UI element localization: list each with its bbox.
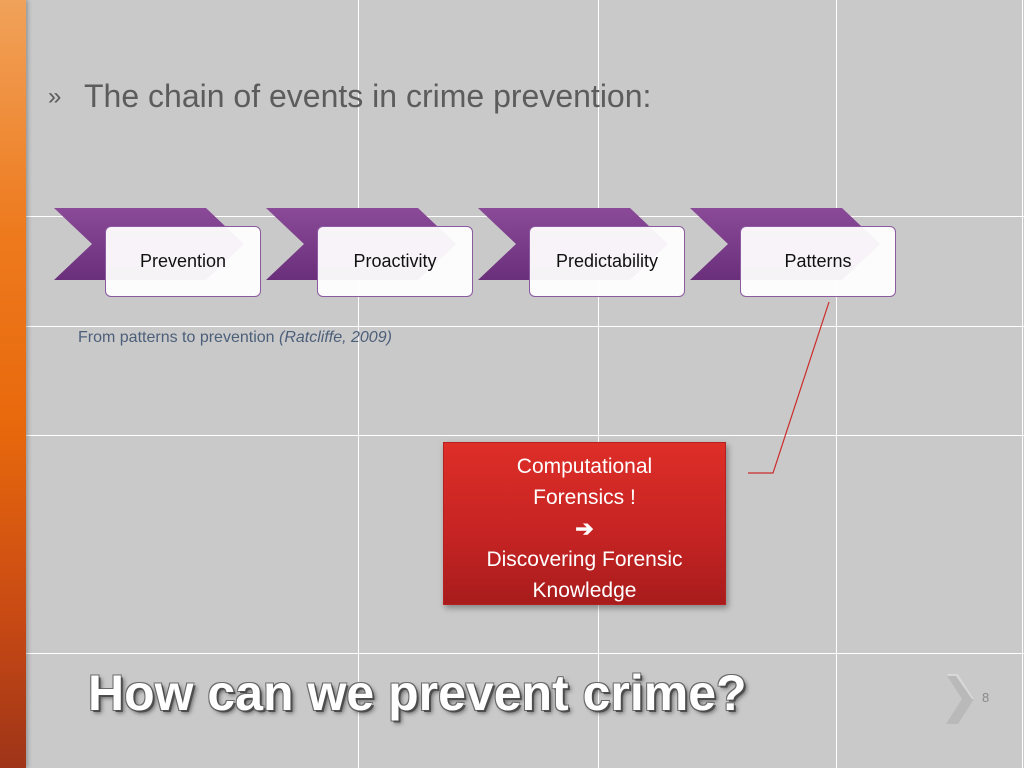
bullet-text: The chain of events in crime prevention: (84, 78, 652, 114)
source-caption: From patterns to prevention (Ratcliffe, … (78, 329, 392, 347)
step-box-prevention: Prevention (105, 226, 261, 297)
step-box-proactivity: Proactivity (317, 226, 473, 297)
step-label-proactivity: Proactivity (353, 251, 437, 271)
callout-line-4: Knowledge (532, 579, 637, 602)
right-arrow-icon: ➔ (575, 516, 594, 541)
step-label-prevention: Prevention (139, 251, 227, 271)
step-box-patterns: Patterns (740, 226, 896, 297)
bullet-heading: » The chain of events in crime prevention… (48, 78, 651, 115)
callout-line-1: Computational (516, 455, 653, 478)
next-chevron-icon[interactable] (944, 672, 976, 726)
caption-citation: (Ratcliffe, 2009) (278, 329, 392, 346)
callout-box: Computational Forensics ! ➔ Discovering … (443, 442, 726, 605)
step-label-patterns: Patterns (784, 251, 852, 271)
slide-title: How can we prevent crime? (88, 665, 747, 721)
bullet-marker: » (48, 83, 62, 110)
callout-line-2: Forensics ! (533, 486, 636, 509)
step-label-predictability: Predictability (555, 251, 659, 271)
side-accent-bar (0, 0, 26, 768)
caption-text: From patterns to prevention (78, 329, 279, 346)
page-number: 8 (982, 690, 990, 705)
step-box-predictability: Predictability (529, 226, 685, 297)
callout-line-3: Discovering Forensic (486, 548, 683, 571)
